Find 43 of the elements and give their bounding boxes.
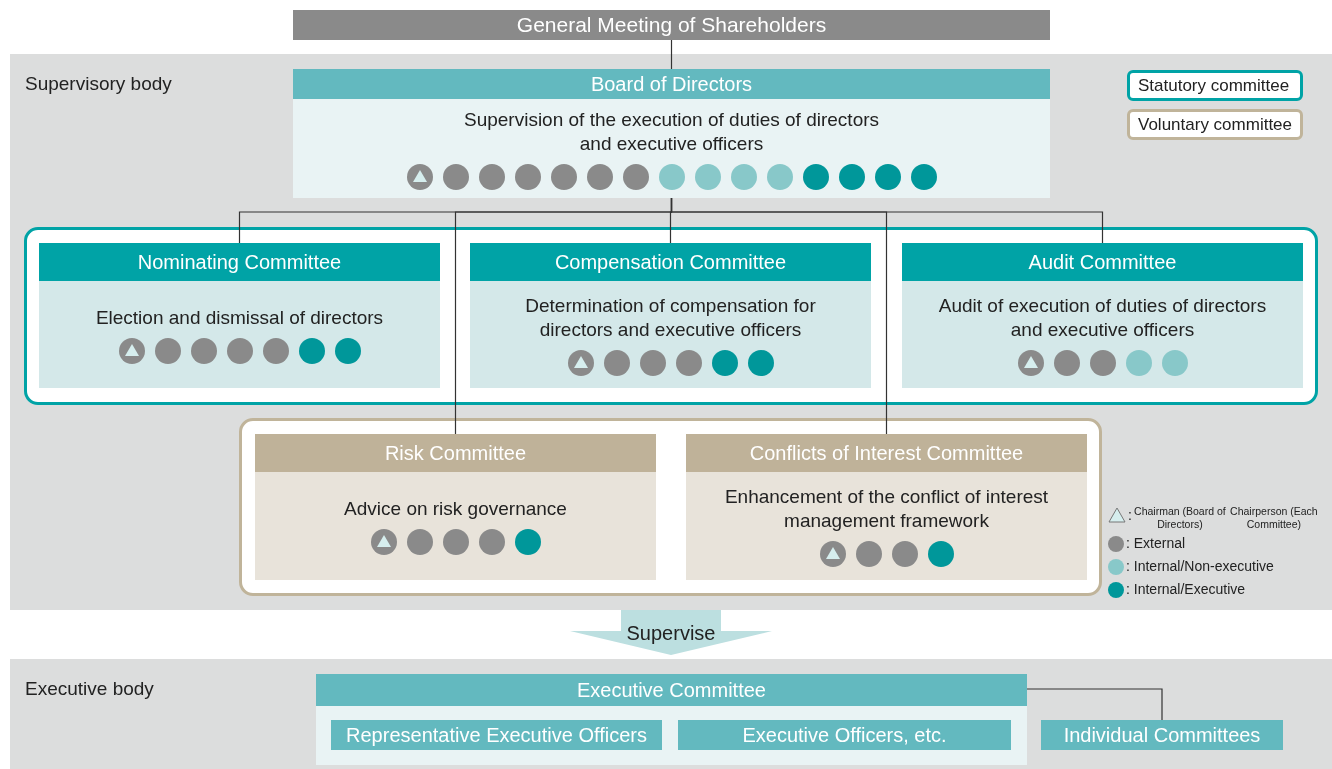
connector-line <box>670 39 673 70</box>
committee-group-frame <box>239 418 1102 596</box>
legend-swatch: Voluntary committee <box>1127 109 1303 140</box>
committee-card <box>470 243 871 388</box>
block-arrow <box>570 610 772 655</box>
card-description: Election and dismissal of directors <box>95 305 384 330</box>
officer-box: Individual Committees <box>1041 720 1283 750</box>
card-header: Board of Directors <box>293 69 1050 99</box>
edge-label: Supervise <box>626 621 716 646</box>
card-header: Nominating Committee <box>39 243 440 281</box>
band-title: Supervisory body <box>25 72 172 96</box>
officer-box: Representative Executive Officers <box>331 720 662 750</box>
body-band <box>10 659 1332 769</box>
card-header: Audit Committee <box>902 243 1303 281</box>
committee-card <box>255 434 656 580</box>
legend-swatch: Statutory committee <box>1127 70 1303 101</box>
body-band <box>10 54 1332 610</box>
card-description: Audit of execution of duties of directors and executive officers <box>937 293 1268 342</box>
card-header: Executive Committee <box>316 674 1027 706</box>
card-header: Risk Committee <box>255 434 656 472</box>
committee-card <box>39 243 440 388</box>
band-title: Executive body <box>25 677 154 701</box>
card-header: Conflicts of Interest Committee <box>686 434 1087 472</box>
legend-text: : Internal/Executive <box>1126 580 1246 599</box>
committee-card <box>293 69 1050 198</box>
officer-box: Executive Officers, etc. <box>678 720 1011 750</box>
connector-line <box>670 197 888 435</box>
legend-text: Chairperson (Each Committee) <box>1229 505 1319 531</box>
legend-text: : Internal/Non-executive <box>1126 557 1274 576</box>
connector-line <box>1026 688 1163 721</box>
card-description: Advice on risk governance <box>344 497 567 521</box>
committee-card <box>316 674 1027 765</box>
committee-group-frame <box>24 227 1318 405</box>
legend-text: Chairman (Board of Directors) <box>1133 505 1226 531</box>
card-description: Determination of compensation for directors and executive officers <box>524 293 817 342</box>
committee-card <box>902 243 1303 388</box>
legend-text: : External <box>1126 534 1186 553</box>
card-description: Supervision of the execution of duties of directors and executive officers <box>462 107 881 156</box>
card-description: Enhancement of the conflict of interest management framework <box>723 485 1050 533</box>
legend-separator: : <box>1128 506 1132 525</box>
card-header: Compensation Committee <box>470 243 871 281</box>
shareholders-box: General Meeting of Shareholders <box>293 10 1050 40</box>
committee-card <box>686 434 1087 580</box>
